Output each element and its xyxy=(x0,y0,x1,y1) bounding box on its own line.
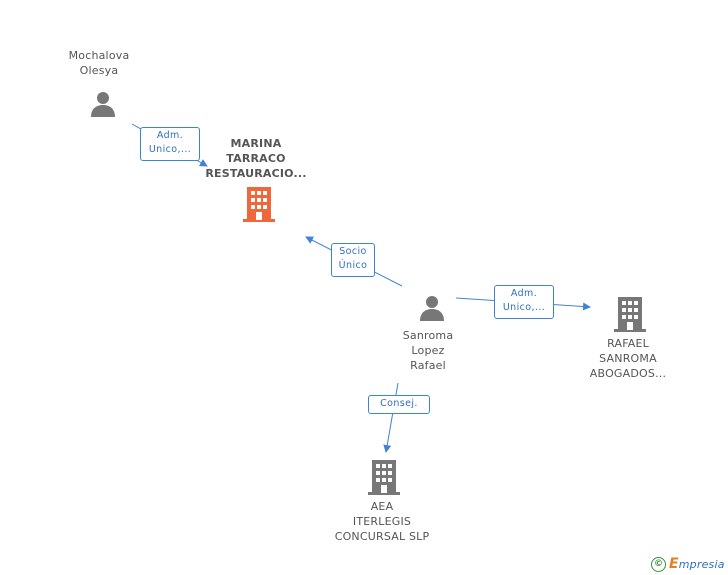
node-label-sanroma[interactable]: Sanroma Lopez Rafael xyxy=(402,329,454,372)
person-icon[interactable] xyxy=(417,293,447,323)
brand-logo: Empresia xyxy=(669,556,725,572)
person-icon[interactable] xyxy=(88,89,118,119)
edge-label-socio-unico[interactable]: Socio Único xyxy=(331,243,375,277)
building-icon[interactable] xyxy=(243,187,275,222)
building-icon[interactable] xyxy=(368,460,400,495)
node-label-marina-tarraco[interactable]: MARINA TARRACO RESTAURACIO... xyxy=(205,137,307,180)
edge-label-adm-unico-mochalova[interactable]: Adm. Unico,... xyxy=(140,127,200,161)
node-label-rafael-sanroma-abogados[interactable]: RAFAEL SANROMA ABOGADOS... xyxy=(589,337,667,380)
edge-sanroma-aea xyxy=(383,382,399,453)
footer-brand: © Empresia xyxy=(651,555,725,573)
copyright-icon: © xyxy=(651,556,666,572)
edge-label-consej[interactable]: Consej. xyxy=(368,395,430,414)
node-label-aea-iterlegis[interactable]: AEA ITERLEGIS CONCURSAL SLP xyxy=(334,500,430,543)
building-icon[interactable] xyxy=(614,297,646,332)
node-label-mochalova[interactable]: Mochalova Olesya xyxy=(68,49,130,77)
edge-label-adm-unico-sanroma[interactable]: Adm. Unico,... xyxy=(494,285,554,319)
